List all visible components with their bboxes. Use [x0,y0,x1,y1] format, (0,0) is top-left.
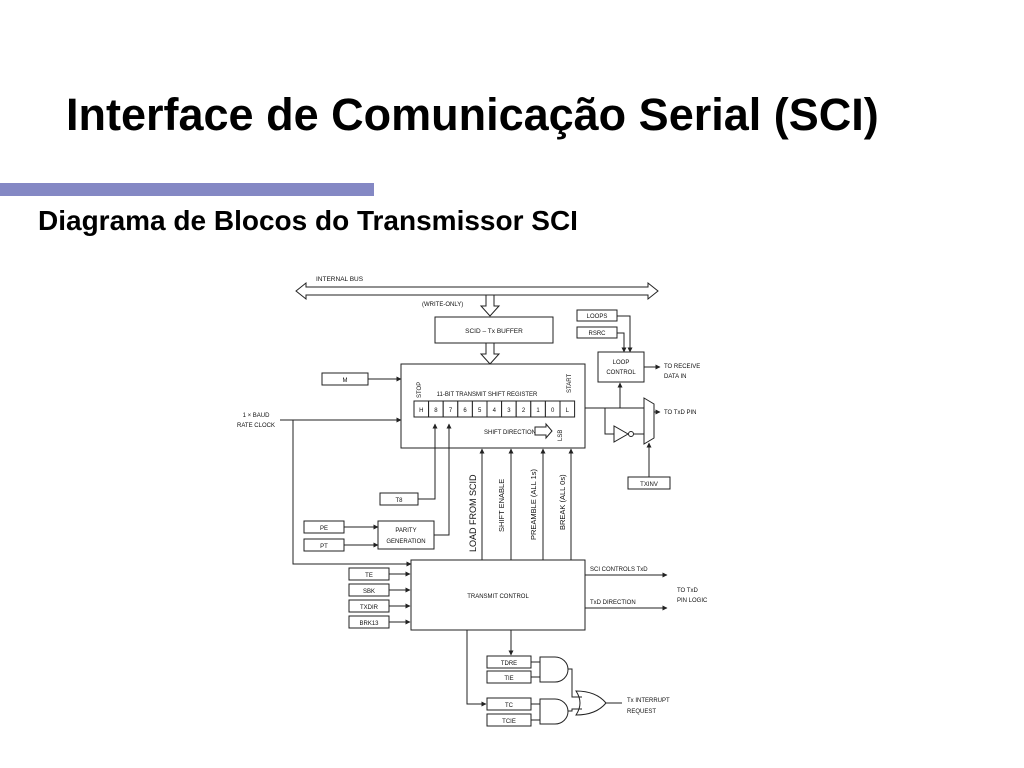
rsrc-box: RSRC [576,326,618,339]
internal-bus: INTERNAL BUS [295,276,659,301]
break-label: BREAK (ALL 0s) [558,474,567,530]
control-inputs: TE SBK TXDIR BRK13 [348,567,411,629]
shift-bit-label: 3 [507,408,511,414]
shift-enable-label: SHIFT ENABLE [497,479,506,532]
baud-clock-label-1: 1 × BAUD [243,413,271,419]
txd-output-mux [643,397,655,445]
m-box: M [321,372,369,386]
tdre-label: TDRE [501,661,517,667]
parity-generation-box: PARITY GENERATION [377,520,435,550]
shift-bit-label: H [419,408,423,414]
transmit-control-box: TRANSMIT CONTROL [410,559,586,631]
bus-to-buffer-arrow: (WRITE-ONLY) [422,295,501,317]
t8-label: T8 [395,498,403,504]
shift-direction-label: SHIFT DIRECTION [484,430,536,436]
control-input-label: BRK13 [359,621,379,627]
pe-label: PE [320,526,328,532]
tc-label: TC [505,703,514,709]
shift-register: STOP START 11-BIT TRANSMIT SHIFT REGISTE… [400,363,586,449]
slide-subtitle: Diagrama de Blocos do Transmissor SCI [38,205,578,236]
shift-direction-arrow [534,422,553,440]
tie-box: TIE [486,670,532,684]
tx-buffer-label: SCID – Tx BUFFER [465,328,523,335]
to-receive-label-2: DATA IN [664,374,686,380]
to-txd-pin-logic-label-1: TO TxD [677,588,698,594]
or-gate [575,690,607,716]
sci-controls-txd-label: SCI CONTROLS TxD [590,567,648,573]
shift-bit-label: 5 [478,408,482,414]
title-accent-bar [0,183,374,196]
loop-control-label-1: LOOP [613,360,630,366]
pt-label: PT [320,544,328,550]
pt-box: PT [303,538,345,552]
transmit-control-label: TRANSMIT CONTROL [467,594,529,600]
to-txd-pin-label: TO TxD PIN [664,410,696,416]
shift-bit-label: 1 [536,408,540,414]
tie-label: TIE [504,676,513,682]
tx-buffer: SCID – Tx BUFFER [434,316,554,344]
rsrc-label: RSRC [588,331,606,337]
start-label: START [567,374,573,393]
shift-bit-label: 0 [551,408,555,414]
txinv-label: TXINV [640,482,658,488]
tcie-box: TCIE [486,713,532,727]
control-signal-lines [479,448,574,560]
shift-bit-label: 8 [434,408,438,414]
loop-control-label-2: CONTROL [606,370,636,376]
control-input-label: SBK [363,589,375,595]
txd-direction-label: TxD DIRECTION [590,600,636,606]
tx-interrupt-label-1: Tx INTERRUPT [627,698,670,704]
tdre-box: TDRE [486,655,532,669]
load-from-scid-label: LOAD FROM SCID [468,474,478,552]
inverter [613,425,634,443]
m-label: M [343,378,348,384]
parity-label-1: PARITY [395,528,416,534]
parity-label-2: GENERATION [386,539,425,545]
tcie-label: TCIE [502,719,516,725]
shift-bit-label: 6 [463,408,467,414]
shift-bit-cell [559,400,576,418]
shift-bit-label: 7 [449,408,453,414]
baud-clock-label-2: RATE CLOCK [237,423,275,429]
internal-bus-label: INTERNAL BUS [316,276,364,283]
to-receive-label-1: TO RECEIVE [664,364,700,370]
and-gate-tc [539,698,569,725]
pe-box: PE [303,520,345,534]
shift-register-title: 11-BIT TRANSMIT SHIFT REGISTER [437,392,538,398]
tc-box: TC [486,697,532,711]
buffer-to-register-arrow [479,343,501,365]
lsb-label: LSB [558,430,564,441]
slide-title: Interface de Comunicação Serial (SCI) [66,89,879,140]
loops-box: LOOPS [576,309,618,322]
and-gate-tdre [539,656,569,683]
txinv-box: TXINV [627,476,671,490]
t8-box: T8 [379,492,419,506]
loop-control-box: LOOP CONTROL [597,351,645,383]
tx-interrupt-label-2: REQUEST [627,709,656,715]
to-txd-pin-logic-label-2: PIN LOGIC [677,598,708,604]
loops-label: LOOPS [587,314,608,320]
control-input-label: TXDIR [360,605,379,611]
stop-label: STOP [417,382,423,398]
shift-bit-label: L [566,408,570,414]
write-only-label: (WRITE-ONLY) [422,302,463,308]
shift-bit-label: 2 [522,408,526,414]
shift-bit-label: 4 [493,408,497,414]
preamble-label: PREAMBLE (ALL 1s) [529,469,538,540]
shift-register-bits: H 8 7 6 5 4 3 2 1 0 L [413,400,576,418]
control-input-label: TE [365,573,373,579]
